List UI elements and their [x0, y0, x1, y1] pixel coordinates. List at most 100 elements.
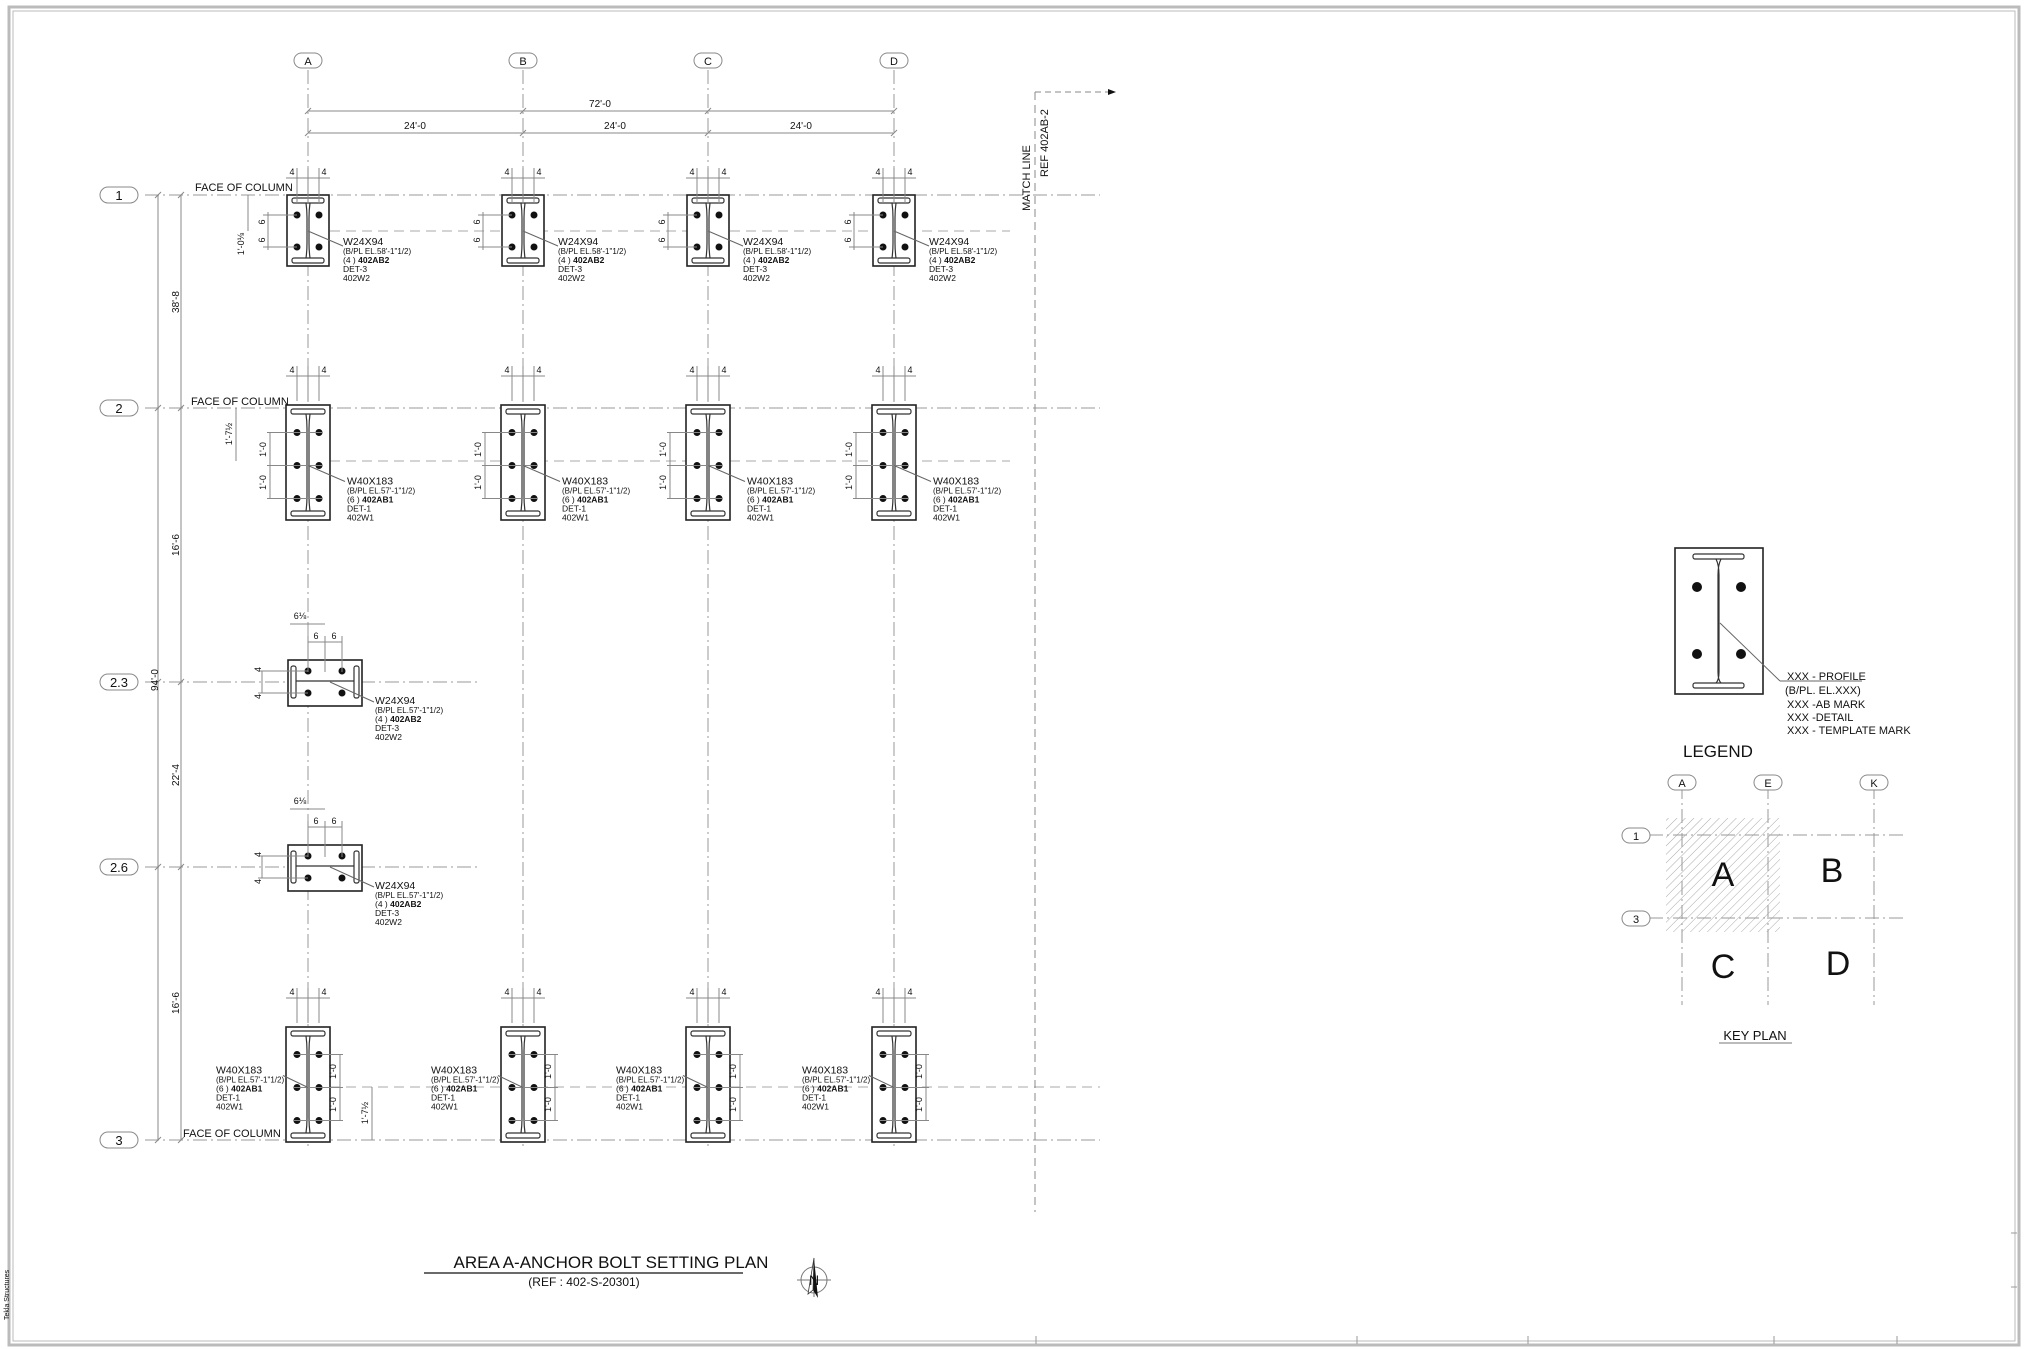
dim-four: 4 — [536, 167, 541, 177]
plate-profile: W40X183 — [347, 476, 393, 488]
plate-template-mark: 402W1 — [431, 1102, 458, 1112]
legend: XXX - PROFILE (B/PL. EL.XXX) XXX -AB MAR… — [1674, 547, 1911, 761]
legend-line-detail: XXX -DETAIL — [1787, 712, 1853, 724]
plate-anchor-bolts: (6 ) 402AB1 — [562, 495, 609, 505]
grid-label-row: 1 — [115, 188, 122, 203]
key-col-k: K — [1870, 778, 1878, 790]
grid-bubble-col — [293, 52, 323, 69]
face-of-column-row3: FACE OF COLUMN — [183, 1128, 281, 1140]
plate-anchor-bolts: (4 ) 402AB2 — [743, 255, 790, 265]
plate-anchor-bolts: (6 ) 402AB1 — [347, 495, 394, 505]
plate-template-mark: 402W1 — [933, 513, 960, 523]
plate-template-mark: 402W2 — [343, 273, 370, 283]
leader — [282, 1075, 309, 1088]
dim-tick — [890, 107, 898, 115]
dim-four: 4 — [907, 365, 912, 375]
plate-profile: W40X183 — [747, 476, 793, 488]
plate-ab-mark: 402AB2 — [944, 255, 975, 265]
plate-ab-mark: 402AB2 — [390, 714, 421, 724]
beam-flange — [691, 257, 725, 264]
plate-profile: W24X94 — [558, 236, 598, 248]
plate-bpl-elevation: (B/PL EL.57'-1"1/2) — [933, 487, 1001, 496]
dim-one-foot: 1'-0 — [543, 1097, 553, 1112]
anchor-bolt — [530, 243, 538, 251]
leader — [522, 230, 559, 247]
dim-four: 4 — [721, 987, 726, 997]
anchor-bolt — [530, 211, 538, 219]
face-of-column-row2: FACE OF COLUMN — [191, 396, 289, 408]
beam-web — [305, 413, 311, 512]
dim-four: 4 — [253, 667, 263, 672]
dim-four: 4 — [504, 365, 509, 375]
key-plan: A E K 1 3 A B C D KEY PLAN — [1621, 774, 1905, 1044]
dim-six: 6 — [313, 816, 318, 826]
key-col-a: A — [1678, 778, 1686, 790]
border-ticks — [1035, 1232, 2017, 1344]
dim-one-foot: 1'-0 — [914, 1097, 924, 1112]
beam-flange — [505, 1132, 541, 1139]
plate-detail: DET-1 — [562, 504, 586, 514]
plate-bpl-elevation: (B/PL EL.58'-1"1/2) — [743, 247, 811, 256]
plate-profile: W40X183 — [562, 476, 608, 488]
dim-four: 4 — [907, 987, 912, 997]
plate-template-mark: 402W2 — [375, 732, 402, 742]
dim-one-foot: 1'-0 — [328, 1064, 338, 1079]
dim-four: 4 — [689, 987, 694, 997]
grid-bubble-row — [99, 1131, 139, 1149]
beam-flange — [505, 510, 541, 517]
plate-ab-mark: 402AB1 — [362, 495, 393, 505]
key-plan-title: KEY PLAN — [1723, 1028, 1786, 1043]
plate-template-mark: 402W2 — [375, 917, 402, 927]
north-arrow-icon: N — [797, 1257, 831, 1298]
key-bubble-k — [1859, 774, 1889, 791]
plate-ab-mark: 402AB1 — [631, 1084, 662, 1094]
beam-web — [705, 1035, 711, 1134]
key-bubble-e — [1753, 774, 1783, 791]
dim-four: 4 — [289, 987, 294, 997]
plate-ab-mark: 402AB1 — [446, 1084, 477, 1094]
beam-flange — [876, 1132, 912, 1139]
key-area-d: D — [1826, 945, 1851, 983]
dim-four: 4 — [289, 365, 294, 375]
beam-flange — [690, 1132, 726, 1139]
plate-anchor-bolts: (6 ) 402AB1 — [802, 1084, 849, 1094]
dim-six: 6 — [472, 219, 482, 224]
plate-detail: DET-3 — [343, 264, 367, 274]
plate-template-mark: 402W1 — [562, 513, 589, 523]
plate-ab-mark: 402AB1 — [817, 1084, 848, 1094]
plate-bpl-elevation: (B/PL EL.57'-1"1/2) — [347, 487, 415, 496]
leader — [497, 1075, 524, 1088]
dim-tick — [890, 129, 898, 137]
dim-six: 6 — [257, 219, 267, 224]
key-area-b: B — [1821, 852, 1844, 890]
dim-row1-offset-text: 1'-0⅛ — [236, 232, 246, 255]
plate-template-mark: 402W2 — [929, 273, 956, 283]
beam-flange — [291, 257, 325, 264]
bay-dim-2-23: 16'-6 — [171, 534, 182, 556]
dim-row3-offset: 1'-7½ — [360, 1087, 373, 1140]
beam-flange — [290, 1132, 326, 1139]
grid-label-row: 2 — [115, 401, 122, 416]
plate-anchor-bolts: (4 ) 402AB2 — [343, 255, 390, 265]
dim-four: 4 — [504, 987, 509, 997]
dim-four: 4 — [253, 852, 263, 857]
beam-flange — [290, 408, 326, 415]
plate-outline — [286, 194, 330, 267]
plate-anchor-bolts: (4 ) 402AB2 — [558, 255, 605, 265]
bay-dim-cd: 24'-0 — [790, 121, 812, 132]
dim-one-foot: 1'-0 — [728, 1097, 738, 1112]
leader — [868, 1075, 895, 1088]
plate-detail: DET-1 — [802, 1093, 826, 1103]
beam-web — [705, 413, 711, 512]
bay-dim-1-2: 38'-8 — [171, 291, 182, 313]
plate-detail: DET-1 — [216, 1093, 240, 1103]
beam-flange — [876, 408, 912, 415]
dim-tick — [519, 107, 527, 115]
